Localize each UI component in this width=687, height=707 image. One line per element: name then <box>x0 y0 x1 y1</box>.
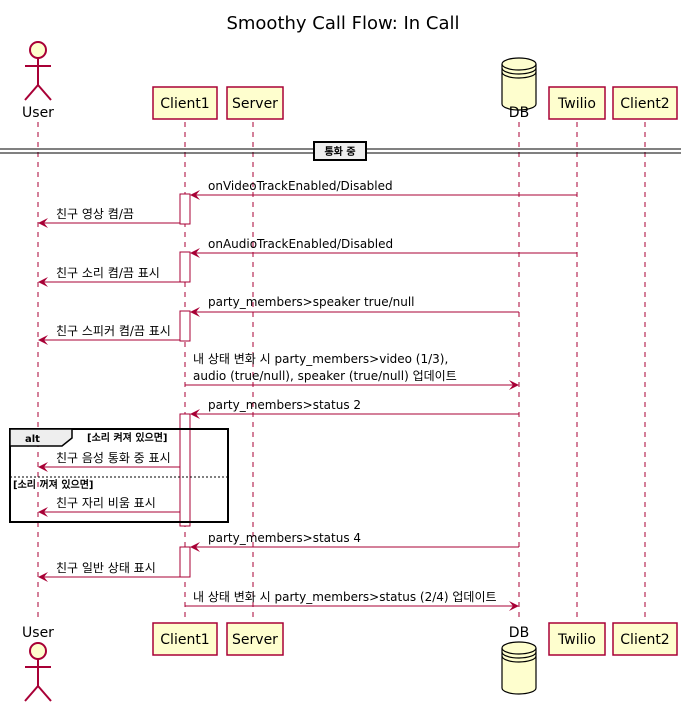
label-m11: party_members>status 4 <box>208 531 361 545</box>
participant-label-twilio-bottom: Twilio <box>557 632 596 648</box>
actor-user-top <box>24 41 52 101</box>
participant-label-db-top: DB <box>509 105 529 121</box>
participant-server-top: Server <box>226 86 284 120</box>
label-m1: onVideoTrackEnabled/Disabled <box>208 179 393 193</box>
activation-5 <box>179 546 191 578</box>
participant-client2-bottom: Client2 <box>612 622 678 656</box>
alt-condition-1: [소리 켜져 있으면] <box>87 431 168 444</box>
database-db-bottom <box>501 641 537 695</box>
activations <box>179 193 191 578</box>
participant-label-client2-top: Client2 <box>620 96 669 112</box>
participant-client1-bottom: Client1 <box>152 622 218 656</box>
activation-3 <box>179 310 191 342</box>
divider: 통화 중 <box>0 141 681 161</box>
label-m5: party_members>speaker true/null <box>208 295 415 309</box>
participant-twilio-bottom: Twilio <box>548 622 606 656</box>
label-m10: 친구 자리 비움 표시 <box>56 496 156 510</box>
label-m12: 친구 일반 상태 표시 <box>56 561 156 575</box>
actor-user-bottom <box>24 642 52 702</box>
participant-label-twilio-top: Twilio <box>557 96 596 112</box>
label-m7-line2: audio (true/null), speaker (true/null) 업… <box>193 369 457 383</box>
participant-label-user-bottom: User <box>22 625 54 641</box>
alt-fragment: alt [소리 켜져 있으면] [소리 꺼져 있으면] <box>9 428 229 523</box>
label-m3: onAudioTrackEnabled/Disabled <box>208 237 393 251</box>
label-m13: 내 상태 변화 시 party_members>status (2/4) 업데이… <box>193 590 497 604</box>
participant-twilio-top: Twilio <box>548 86 606 120</box>
label-m7-line1: 내 상태 변화 시 party_members>video (1/3), <box>193 352 448 366</box>
divider-label: 통화 중 <box>324 146 355 158</box>
participant-label-client1-top: Client1 <box>160 96 209 112</box>
label-m6: 친구 스피커 켬/끔 표시 <box>56 324 171 338</box>
participant-client1-top: Client1 <box>152 86 218 120</box>
diagram-title: Smoothy Call Flow: In Call <box>226 13 459 34</box>
label-m8: party_members>status 2 <box>208 398 361 412</box>
participant-label-server-bottom: Server <box>232 632 278 648</box>
alt-keyword: alt <box>25 434 40 445</box>
message-labels: onVideoTrackEnabled/Disabled 친구 영상 켬/끔 o… <box>56 179 497 604</box>
activation-2 <box>179 251 191 283</box>
database-db-top <box>501 57 537 111</box>
participant-server-bottom: Server <box>226 622 284 656</box>
message-arrows <box>38 190 577 611</box>
participant-label-client1-bottom: Client1 <box>160 632 209 648</box>
activation-1 <box>179 193 191 225</box>
label-m4: 친구 소리 켬/끔 표시 <box>56 266 160 280</box>
participant-label-db-bottom: DB <box>509 625 529 641</box>
label-m9: 친구 음성 통화 중 표시 <box>56 451 171 465</box>
label-m2: 친구 영상 켬/끔 <box>56 207 134 221</box>
participant-label-server-top: Server <box>232 96 278 112</box>
participant-client2-top: Client2 <box>612 86 678 120</box>
participant-label-client2-bottom: Client2 <box>620 632 669 648</box>
activation-4 <box>179 413 191 527</box>
participant-label-user-top: User <box>22 105 54 121</box>
alt-condition-2: [소리 꺼져 있으면] <box>13 478 94 491</box>
